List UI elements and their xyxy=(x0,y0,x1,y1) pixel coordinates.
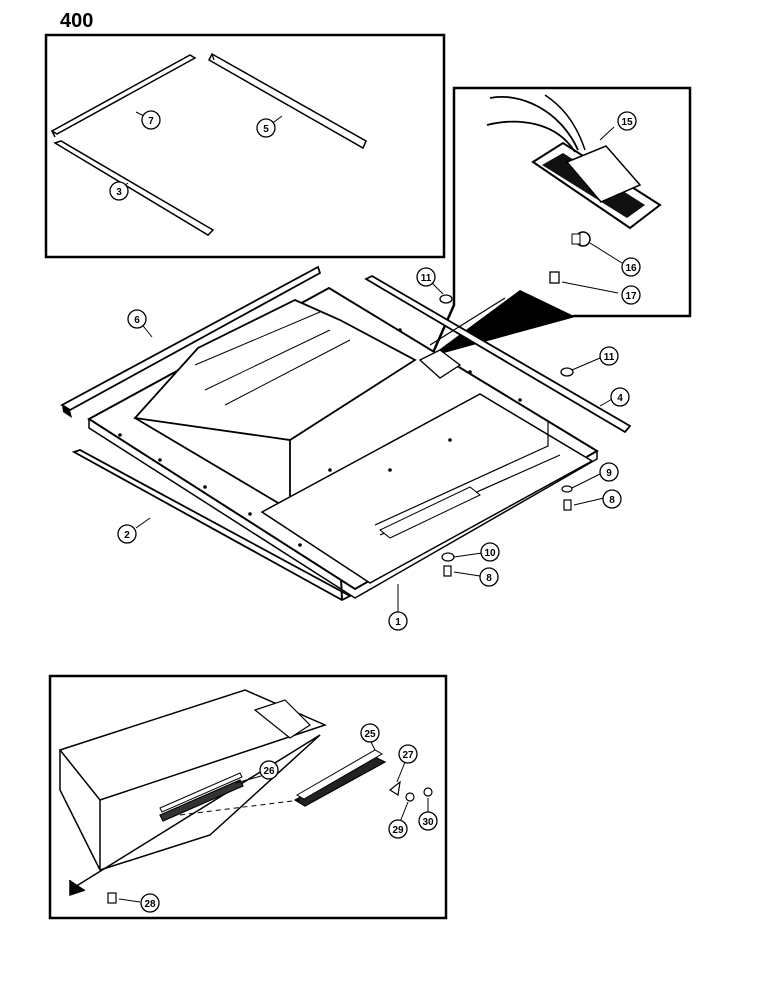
svg-text:2: 2 xyxy=(124,530,130,541)
bulb-16 xyxy=(571,231,623,264)
svg-text:9: 9 xyxy=(606,468,612,479)
roof-panel-1 xyxy=(87,286,599,599)
trim-strip-3 xyxy=(53,140,215,236)
callout-11-right: 11 xyxy=(599,346,619,366)
screw-17 xyxy=(549,271,619,294)
inset-dome-light xyxy=(429,86,692,357)
clip-27 xyxy=(388,761,406,796)
svg-text:5: 5 xyxy=(263,124,269,135)
roof-panel-assembly xyxy=(60,265,632,612)
nut-11-right xyxy=(560,357,601,377)
nut-29 xyxy=(399,792,415,823)
washer-9 xyxy=(561,473,601,493)
callout-10: 10 xyxy=(480,542,500,562)
svg-text:27: 27 xyxy=(402,750,414,761)
svg-text:15: 15 xyxy=(621,117,633,128)
washer-10 xyxy=(441,552,483,562)
callout-7: 7 xyxy=(141,110,161,130)
bolt-8-right xyxy=(563,497,605,511)
inset-seal-hardware xyxy=(48,674,448,920)
svg-text:11: 11 xyxy=(604,352,615,363)
inset-trim-strips xyxy=(44,33,446,259)
callout-9: 9 xyxy=(599,462,619,482)
callout-15: 15 xyxy=(617,111,637,131)
svg-text:16: 16 xyxy=(625,263,637,274)
callout-28: 28 xyxy=(140,893,160,913)
trim-strip-5 xyxy=(208,52,367,150)
callout-1: 1 xyxy=(388,611,408,631)
svg-text:29: 29 xyxy=(392,825,404,836)
svg-text:7: 7 xyxy=(148,116,154,127)
seal-strip-26 xyxy=(159,772,262,822)
svg-text:6: 6 xyxy=(134,315,140,326)
callout-29: 29 xyxy=(388,819,408,839)
callout-11-top: 11 xyxy=(416,267,436,287)
svg-text:4: 4 xyxy=(617,393,623,404)
callout-5: 5 xyxy=(256,118,276,138)
svg-text:25: 25 xyxy=(364,729,376,740)
callout-8-right: 8 xyxy=(602,489,622,509)
svg-text:17: 17 xyxy=(625,291,637,302)
callout-3: 3 xyxy=(109,181,129,201)
svg-text:8: 8 xyxy=(486,573,492,584)
screw-28 xyxy=(107,892,141,904)
callout-25: 25 xyxy=(360,723,380,743)
svg-text:30: 30 xyxy=(422,817,434,828)
callout-4: 4 xyxy=(610,387,630,407)
bolt-8-bottom xyxy=(443,565,481,577)
svg-text:3: 3 xyxy=(116,187,122,198)
dome-light-assembly-15 xyxy=(486,94,662,230)
svg-text:10: 10 xyxy=(484,548,496,559)
callout-6: 6 xyxy=(127,309,147,329)
nut-30 xyxy=(423,787,433,814)
trim-strip-7 xyxy=(50,54,197,138)
callout-26: 26 xyxy=(259,760,279,780)
seal-strip-25 xyxy=(293,739,387,807)
strip-6 xyxy=(60,265,322,418)
callout-27: 27 xyxy=(398,744,418,764)
page-number: 400 xyxy=(60,10,94,32)
callout-17: 17 xyxy=(621,285,641,305)
callout-8-bottom: 8 xyxy=(479,567,499,587)
callout-30: 30 xyxy=(418,811,438,831)
callout-2: 2 xyxy=(117,524,137,544)
nut-11-top xyxy=(431,282,453,304)
svg-text:26: 26 xyxy=(263,766,275,777)
callout-16: 16 xyxy=(621,257,641,277)
svg-text:1: 1 xyxy=(395,617,401,628)
svg-text:8: 8 xyxy=(609,495,615,506)
svg-text:28: 28 xyxy=(144,899,156,910)
svg-text:11: 11 xyxy=(421,273,432,284)
